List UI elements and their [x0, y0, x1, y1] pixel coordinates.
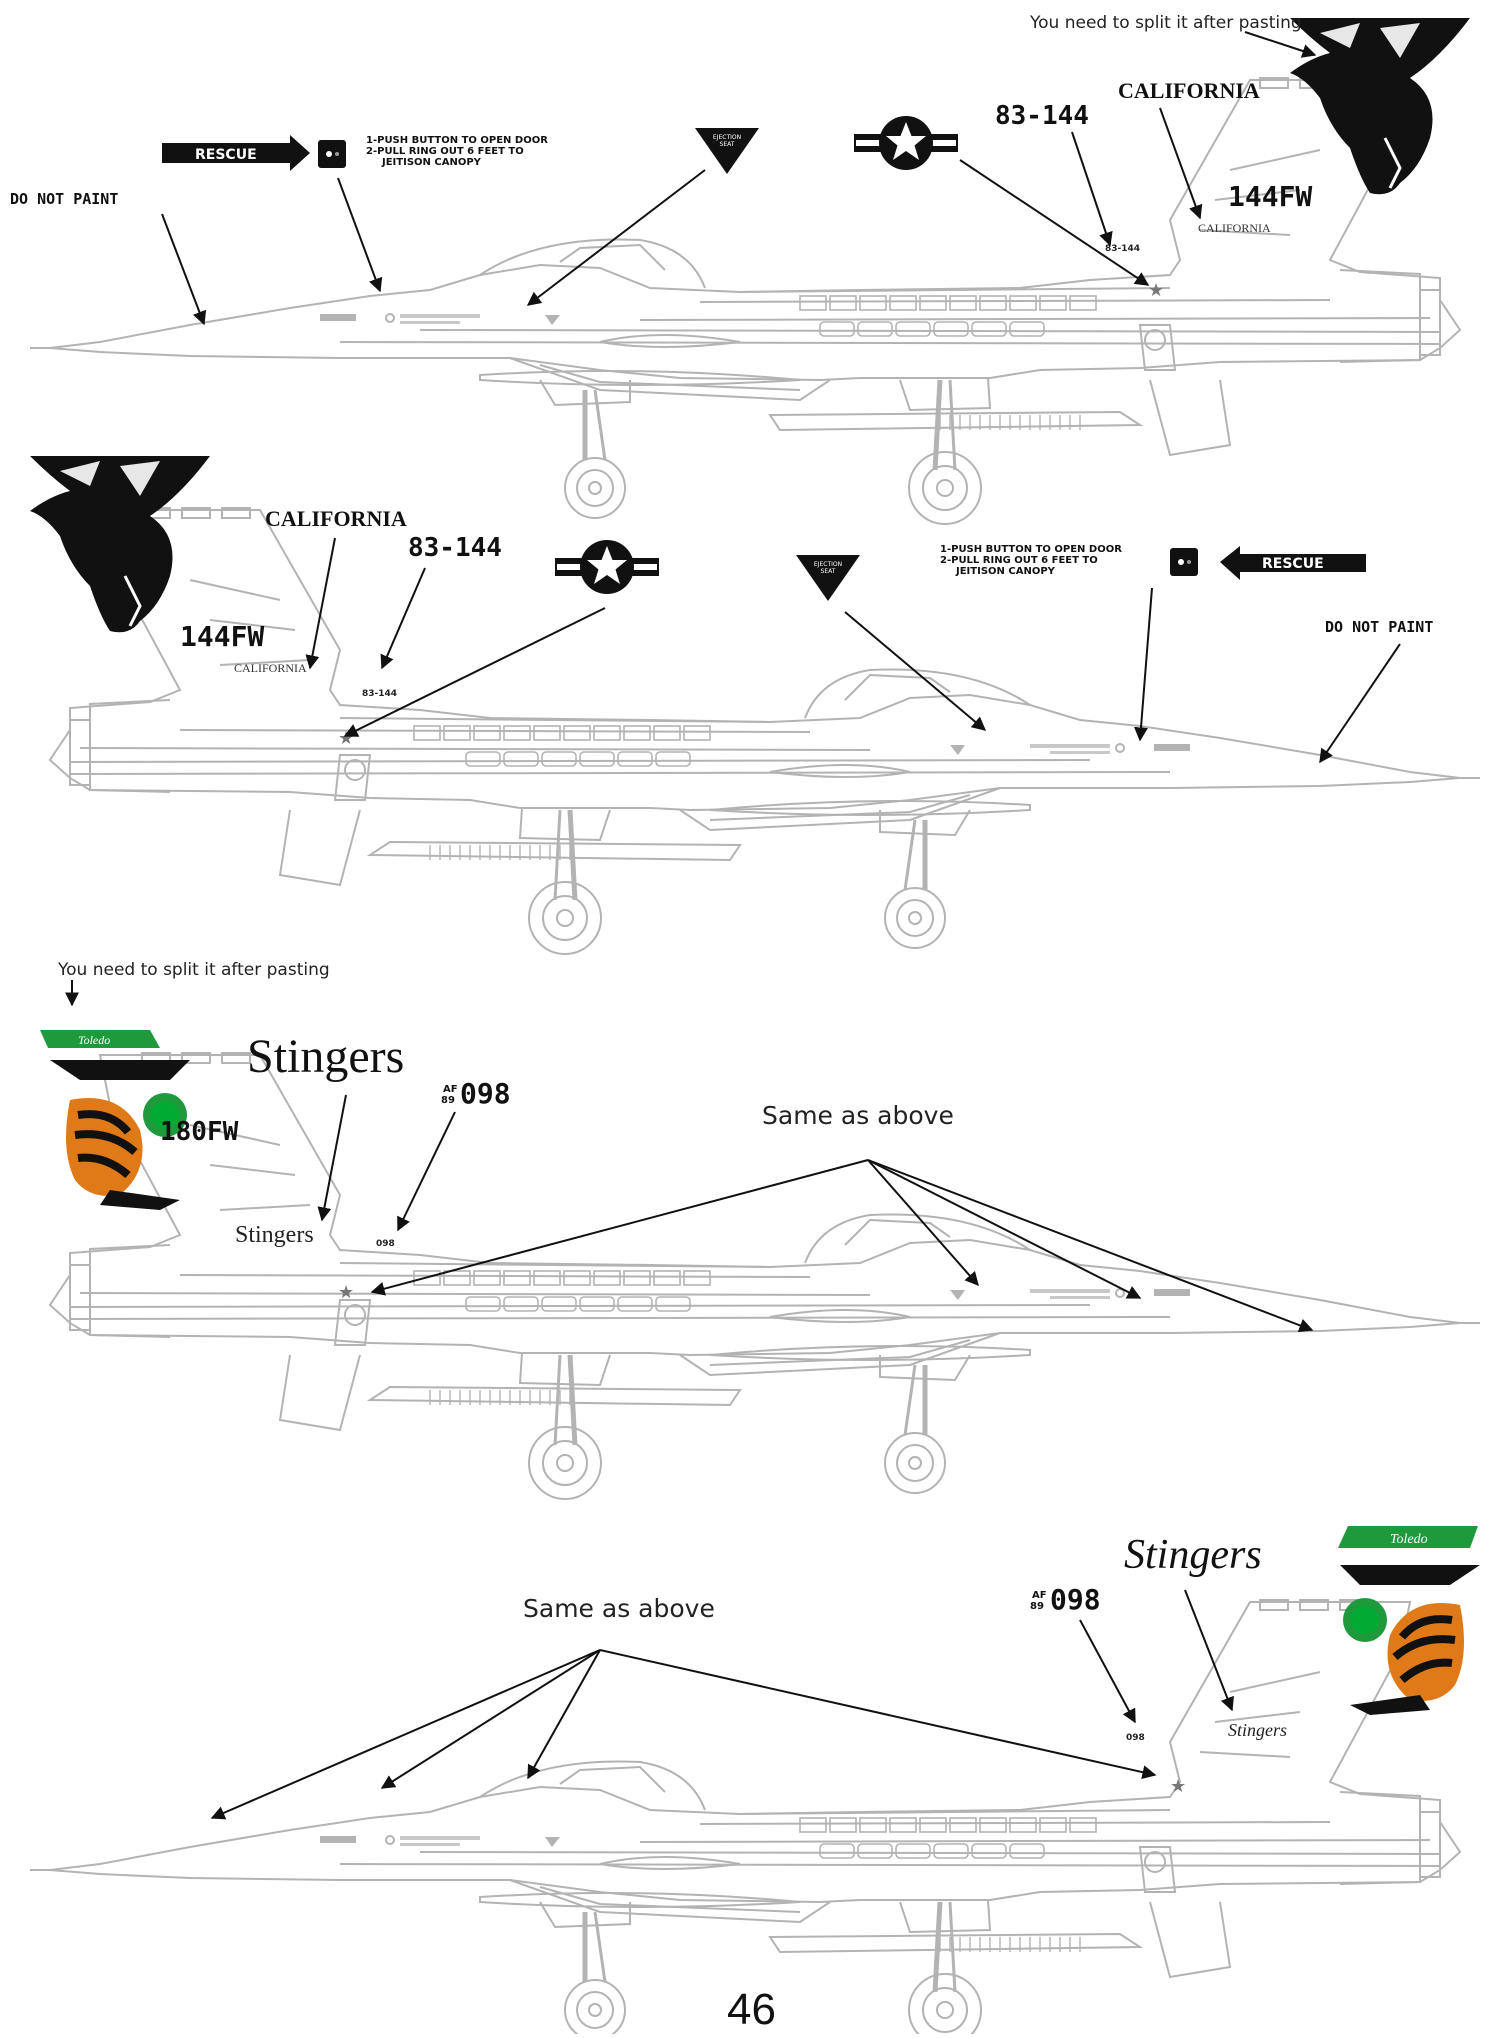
hornet-icon — [1340, 1565, 1480, 1715]
svg-text:SEAT: SEAT — [720, 141, 735, 148]
do-not-paint-1: DO NOT PAINT — [10, 190, 118, 208]
unit-144fw-2: 144FW — [180, 620, 264, 653]
stingers-fin-3: Stingers — [235, 1222, 314, 1248]
toledo-fin-4: Toledo — [1390, 1532, 1428, 1547]
af-bottom-3: 89 — [441, 1095, 455, 1106]
af-bottom-4: 89 — [1030, 1601, 1044, 1612]
stingers-label-4: Stingers — [1124, 1532, 1262, 1578]
small-serial-1: 83-144 — [1105, 244, 1140, 254]
jet-profile-2 — [50, 508, 1480, 954]
small-serial-2: 83-144 — [362, 689, 397, 699]
california-fin-2: CALIFORNIA — [234, 661, 307, 675]
fin-art-3: Toledo 180FW — [40, 1030, 239, 1210]
star-roundel-icon — [555, 540, 659, 594]
rescue-arrow-1: RESCUE 1-PUSH BUTTON TO OPEN DOOR 2-PULL… — [162, 135, 548, 171]
split-note-top: You need to split it after pasting — [1029, 13, 1302, 33]
arrow-right-icon: RESCUE — [195, 147, 257, 163]
california-label-2: CALIFORNIA — [265, 506, 407, 531]
svg-text:EJECTION: EJECTION — [814, 561, 842, 568]
svg-text:SEAT: SEAT — [821, 568, 836, 575]
svg-text:1-PUSH BUTTON TO OPEN DOOR: 1-PUSH BUTTON TO OPEN DOOR — [366, 135, 548, 146]
svg-text:2-PULL RING OUT 6 FEET TO: 2-PULL RING OUT 6 FEET TO — [366, 146, 524, 157]
star-icon: ★ — [338, 728, 354, 749]
page-number: 46 — [727, 1985, 776, 2034]
af-top-3: AF — [443, 1084, 458, 1095]
rescue-arrow-2: 1-PUSH BUTTON TO OPEN DOOR 2-PULL RING O… — [940, 544, 1366, 580]
stingers-label-3: Stingers — [247, 1030, 404, 1083]
af-top-4: AF — [1032, 1590, 1047, 1601]
same-as-above-1: Same as above — [762, 1101, 954, 1130]
toledo-fin-3: Toledo — [78, 1033, 110, 1047]
eagle-icon — [1288, 16, 1472, 196]
small-serial-4: 098 — [1126, 1733, 1145, 1743]
small-serial-3: 098 — [376, 1239, 395, 1249]
do-not-paint-2: DO NOT PAINT — [1325, 618, 1433, 636]
star-icon: ★ — [1170, 1776, 1186, 1797]
danger-triangle-icon: EJECTION SEAT — [695, 128, 759, 174]
svg-text:EJECTION: EJECTION — [713, 134, 741, 141]
serial-098-3: 098 — [460, 1077, 511, 1110]
star-icon: ★ — [1148, 280, 1164, 301]
california-label-1: CALIFORNIA — [1118, 78, 1260, 103]
unit-180fw: 180FW — [160, 1117, 239, 1147]
svg-text:2-PULL RING OUT 6 FEET TO: 2-PULL RING OUT 6 FEET TO — [940, 555, 1098, 566]
arrow-left-icon: RESCUE — [1262, 556, 1324, 572]
svg-text:JEITISON CANOPY: JEITISON CANOPY — [955, 566, 1056, 577]
unit-144fw-1: 144FW — [1228, 180, 1312, 213]
serial-83-144-1: 83-144 — [995, 101, 1089, 131]
serial-098-4: 098 — [1050, 1583, 1101, 1616]
star-roundel-icon — [854, 116, 958, 170]
svg-text:1-PUSH BUTTON TO OPEN DOOR: 1-PUSH BUTTON TO OPEN DOOR — [940, 544, 1122, 555]
star-icon: ★ — [338, 1282, 354, 1303]
stingers-fin-4: Stingers — [1228, 1720, 1287, 1740]
same-as-above-2: Same as above — [523, 1594, 715, 1623]
danger-triangle-icon: EJECTION SEAT — [796, 555, 860, 601]
california-fin-1: CALIFORNIA — [1198, 221, 1271, 235]
jet-profile-4 — [30, 1600, 1460, 2034]
svg-text:JEITISON CANOPY: JEITISON CANOPY — [381, 157, 482, 168]
serial-83-144-2: 83-144 — [408, 533, 502, 563]
fin-art-4: Toledo — [1338, 1526, 1480, 1715]
split-note-third: You need to split it after pasting — [57, 960, 330, 980]
eagle-icon — [28, 454, 212, 634]
